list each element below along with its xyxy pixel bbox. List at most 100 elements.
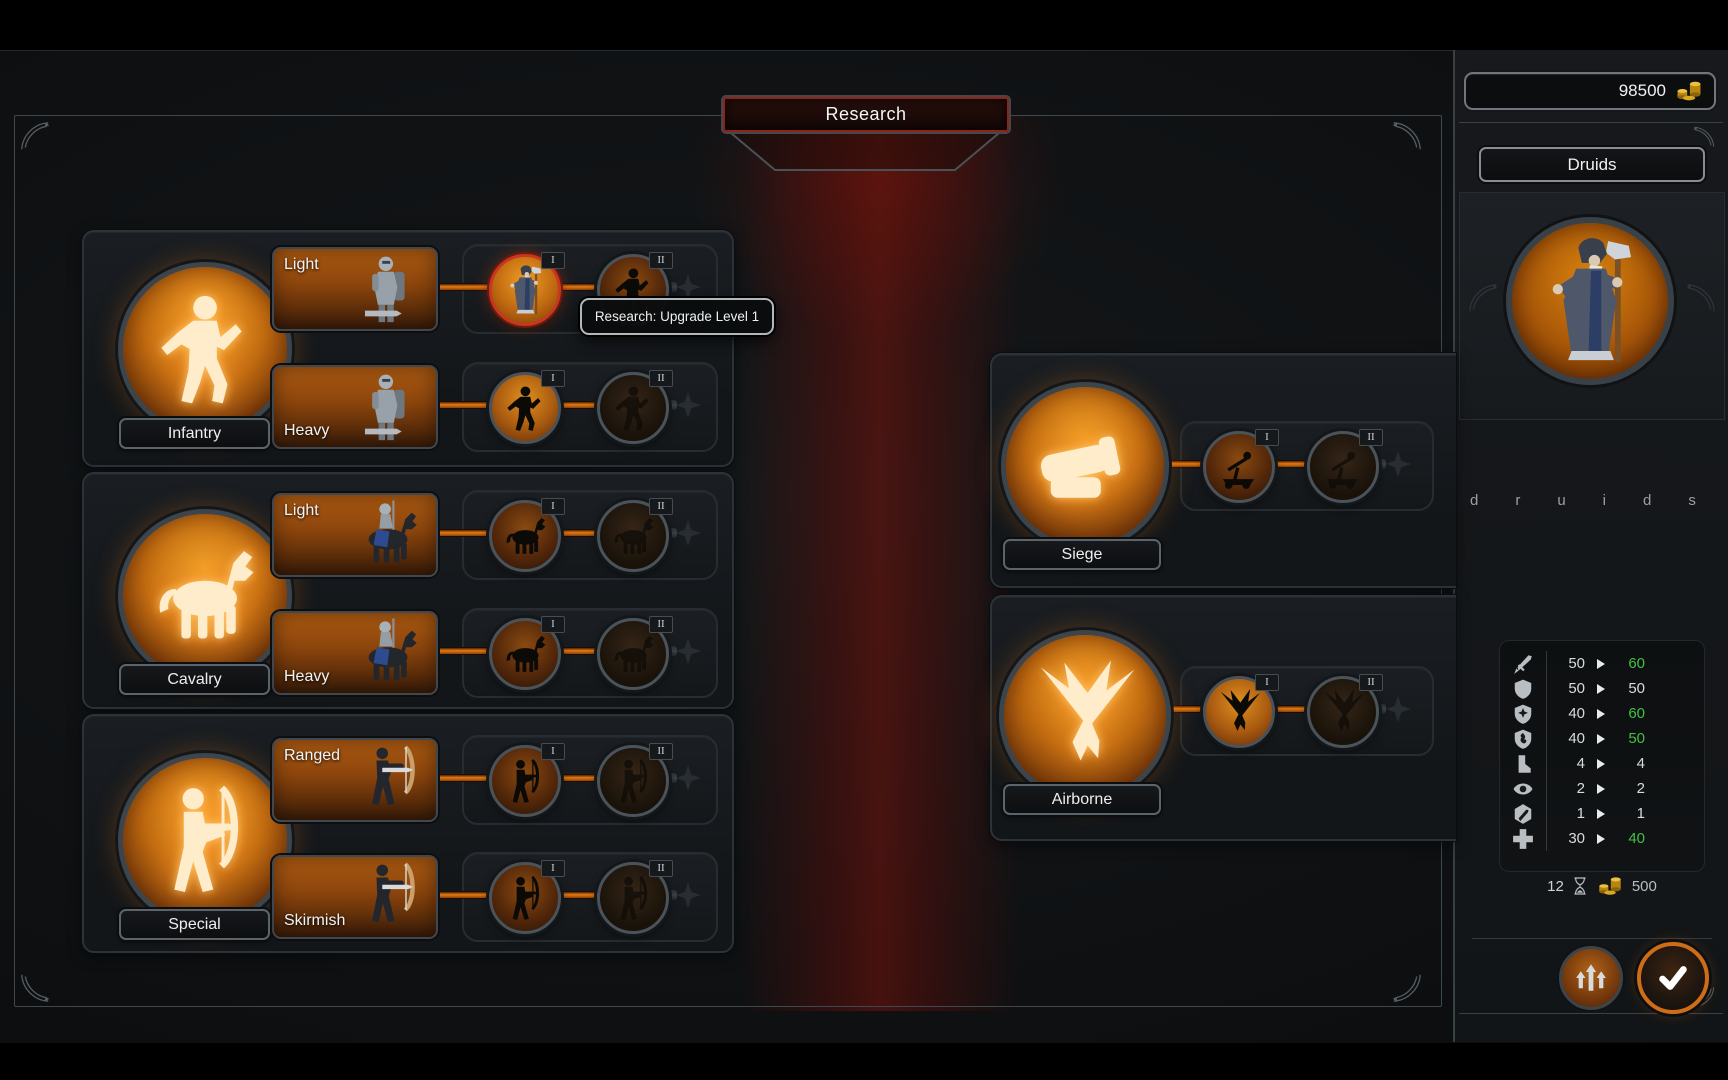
archer-silhouette-icon bbox=[501, 874, 550, 923]
unit-card-cavalry-heavy[interactable]: Heavy bbox=[272, 611, 438, 695]
stat-from: 40 bbox=[1568, 705, 1585, 722]
node-level-numeral: II bbox=[649, 616, 673, 633]
category-label-text: Cavalry bbox=[167, 670, 222, 688]
scroll-ornament-icon bbox=[1468, 283, 1498, 313]
connector bbox=[661, 282, 677, 292]
eye-icon bbox=[1512, 778, 1534, 800]
node-special-skirmish-i[interactable]: I bbox=[489, 860, 565, 934]
unit-card-special-ranged[interactable]: Ranged bbox=[272, 738, 438, 822]
node-special-ranged-i[interactable]: I bbox=[489, 743, 565, 817]
node-airborne-i[interactable]: I bbox=[1203, 674, 1279, 748]
category-label-text: Airborne bbox=[1051, 790, 1113, 808]
unit-name-text: Druids bbox=[1567, 154, 1617, 174]
unit-card-infantry-heavy[interactable]: Heavy bbox=[272, 365, 438, 449]
node-level-numeral: II bbox=[1359, 429, 1383, 446]
hourglass-icon bbox=[1572, 876, 1588, 896]
row-label: Ranged bbox=[284, 747, 341, 764]
archer-icon bbox=[146, 781, 264, 899]
stat-row-health: 30 40 bbox=[1512, 826, 1692, 851]
row-label: Light bbox=[284, 256, 319, 273]
archer-silhouette-icon bbox=[501, 757, 550, 806]
category-medallion-special[interactable] bbox=[118, 753, 292, 927]
knight-icon bbox=[352, 371, 424, 443]
node-level-numeral: II bbox=[649, 743, 673, 760]
eagle-silhouette-icon bbox=[1319, 688, 1368, 737]
connector bbox=[661, 890, 677, 900]
cost-time: 12 bbox=[1547, 877, 1564, 895]
arrow-right-icon bbox=[1597, 733, 1605, 744]
node-siege-ii[interactable]: II bbox=[1307, 429, 1383, 503]
node-level-numeral: I bbox=[541, 743, 565, 760]
node-infantry-heavy-i[interactable]: I bbox=[489, 370, 565, 444]
arrow-right-icon bbox=[1597, 758, 1605, 769]
node-level-numeral: I bbox=[541, 616, 565, 633]
category-medallion-siege[interactable] bbox=[1001, 382, 1169, 550]
warrior-silhouette-icon bbox=[609, 384, 658, 433]
triple-up-arrows-icon bbox=[1574, 962, 1608, 994]
page-title-text: Research bbox=[825, 104, 907, 124]
node-level-numeral: II bbox=[1359, 674, 1383, 691]
plus-icon bbox=[1512, 828, 1534, 850]
node-siege-i[interactable]: I bbox=[1203, 429, 1279, 503]
node-cavalry-light-ii[interactable]: II bbox=[597, 498, 673, 572]
stat-to: 50 bbox=[1628, 730, 1645, 747]
stat-from: 50 bbox=[1568, 655, 1585, 672]
stat-from: 50 bbox=[1568, 680, 1585, 697]
unit-card-special-skirmish[interactable]: Skirmish bbox=[272, 855, 438, 939]
arrow-right-icon bbox=[1597, 808, 1605, 819]
cannon-icon bbox=[1028, 409, 1142, 523]
node-infantry-heavy-ii[interactable]: II bbox=[597, 370, 673, 444]
category-medallion-infantry[interactable] bbox=[118, 262, 292, 436]
unit-card-infantry-light[interactable]: Light bbox=[272, 247, 438, 331]
bowman-icon bbox=[352, 861, 424, 933]
node-level-numeral: I bbox=[541, 860, 565, 877]
sidebar-divider bbox=[1472, 938, 1712, 939]
upgrade-all-button[interactable] bbox=[1559, 946, 1623, 1010]
node-level-numeral: II bbox=[649, 370, 673, 387]
node-level-numeral: II bbox=[649, 860, 673, 877]
unit-name-badge: Druids bbox=[1479, 147, 1705, 182]
currency-display: 98500 bbox=[1464, 72, 1716, 110]
horse-silhouette-icon bbox=[501, 630, 550, 679]
shield-icon bbox=[1512, 678, 1534, 700]
stat-to: 60 bbox=[1628, 705, 1645, 722]
checkmark-icon bbox=[1654, 959, 1692, 997]
unit-card-cavalry-light[interactable]: Light bbox=[272, 493, 438, 577]
stat-to: 4 bbox=[1636, 755, 1645, 772]
horseman-icon bbox=[352, 499, 424, 571]
horse-silhouette-icon bbox=[609, 512, 658, 561]
category-label-airborne: Airborne bbox=[1003, 784, 1161, 815]
row-end-star-icon bbox=[674, 391, 702, 419]
connector bbox=[553, 892, 599, 898]
category-medallion-airborne[interactable] bbox=[999, 630, 1171, 802]
page-title: Research bbox=[723, 97, 1009, 132]
horse-icon bbox=[146, 537, 264, 655]
connector bbox=[553, 530, 599, 536]
gold-coins-icon bbox=[1596, 876, 1624, 896]
node-infantry-light-i[interactable]: I bbox=[489, 252, 565, 326]
stat-to: 40 bbox=[1628, 830, 1645, 847]
node-cavalry-heavy-ii[interactable]: II bbox=[597, 616, 673, 690]
node-special-skirmish-ii[interactable]: II bbox=[597, 860, 673, 934]
node-cavalry-light-i[interactable]: I bbox=[489, 498, 565, 572]
node-level-numeral: I bbox=[1255, 429, 1279, 446]
category-medallion-cavalry[interactable] bbox=[118, 509, 292, 683]
node-special-ranged-ii[interactable]: II bbox=[597, 743, 673, 817]
row-end-star-icon bbox=[674, 519, 702, 547]
node-airborne-ii[interactable]: II bbox=[1307, 674, 1383, 748]
stat-from: 2 bbox=[1576, 780, 1585, 797]
corner-flourish-icon bbox=[1693, 126, 1715, 148]
node-cavalry-heavy-i[interactable]: I bbox=[489, 616, 565, 690]
connector bbox=[434, 402, 492, 408]
stat-from: 30 bbox=[1568, 830, 1585, 847]
connector bbox=[1152, 706, 1208, 712]
catapult-silhouette-icon bbox=[1319, 443, 1368, 492]
tooltip-research-upgrade: Research: Upgrade Level 1 bbox=[580, 298, 774, 335]
confirm-button[interactable] bbox=[1637, 942, 1709, 1014]
warrior-icon bbox=[146, 290, 264, 408]
